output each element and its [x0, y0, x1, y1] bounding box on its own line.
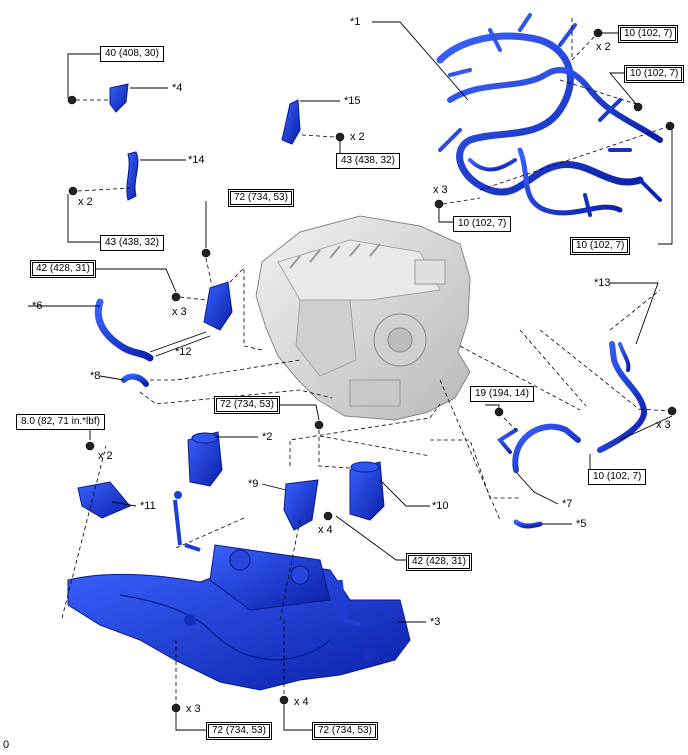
quantity-label: x 3 — [186, 703, 201, 715]
quantity-label: x 2 — [350, 131, 365, 143]
callout-8: *8 — [90, 370, 101, 382]
quantity-label: x 2 — [596, 41, 611, 53]
torque-box: 43 (438, 32) — [336, 153, 400, 169]
callout-15: *15 — [344, 95, 361, 107]
quantity-label: x 4 — [294, 696, 309, 708]
bracket-part-15 — [281, 99, 301, 145]
clamp-part-14 — [126, 151, 139, 201]
callout-11: *11 — [140, 500, 156, 512]
wire-harness-part — [436, 13, 663, 217]
torque-box: 72 (734, 53) — [206, 722, 272, 740]
hose-part-8 — [121, 373, 149, 387]
callout-1: *1 — [350, 16, 361, 28]
callout-5: *5 — [576, 518, 587, 530]
engine-assembly — [255, 215, 471, 421]
hose-part-13 — [597, 341, 647, 453]
quantity-label: x 4 — [318, 524, 333, 536]
callout-3: *3 — [430, 616, 441, 628]
torque-box: 8.0 (82, 71 in.*lbf) — [16, 414, 105, 430]
quantity-label: x 3 — [172, 306, 187, 318]
callout-2: *2 — [262, 431, 273, 443]
callout-13: *13 — [594, 277, 611, 289]
torque-box: 72 (734, 53) — [228, 189, 294, 207]
torque-box: 10 (102, 7) — [570, 237, 631, 255]
quantity-label: x 2 — [78, 196, 93, 208]
bracket-part-4 — [109, 83, 129, 113]
torque-box: 10 (102, 7) — [624, 65, 685, 83]
torque-box: 10 (102, 7) — [453, 216, 512, 232]
callout-4: *4 — [172, 82, 183, 94]
callout-6: *6 — [32, 300, 43, 312]
callout-12: *12 — [175, 346, 192, 358]
torque-box: 19 (194, 14) — [470, 386, 534, 402]
callout-7: *7 — [562, 498, 573, 510]
callout-9: *9 — [248, 478, 259, 490]
torque-box: 72 (734, 53) — [312, 722, 378, 740]
quantity-label: x 3 — [656, 419, 671, 431]
mount-part-10 — [349, 461, 385, 521]
callout-10: *10 — [432, 500, 449, 512]
torque-box: 42 (428, 31) — [30, 260, 96, 278]
torque-box: 42 (428, 31) — [406, 553, 472, 571]
callout-14: *14 — [188, 154, 205, 166]
hose-part-5 — [513, 519, 543, 529]
pipe-part-7 — [496, 423, 581, 473]
torque-box: 72 (734, 53) — [214, 396, 280, 414]
bracket-part-12 — [203, 281, 233, 331]
suspension-member-part — [67, 491, 411, 691]
mount-part-2 — [187, 431, 223, 487]
cover-part-11 — [77, 481, 131, 519]
quantity-label: x 2 — [98, 450, 113, 462]
torque-box: 43 (438, 32) — [100, 235, 164, 251]
hose-part-6 — [94, 298, 154, 362]
figure-id: 0 — [3, 739, 10, 751]
quantity-label: x 3 — [433, 184, 448, 196]
torque-box: 10 (102, 7) — [618, 25, 679, 43]
bracket-part-9 — [283, 479, 319, 531]
bolt-icons — [67, 28, 677, 713]
torque-box: 10 (102, 7) — [588, 469, 647, 485]
torque-box: 40 (408, 30) — [100, 46, 164, 62]
